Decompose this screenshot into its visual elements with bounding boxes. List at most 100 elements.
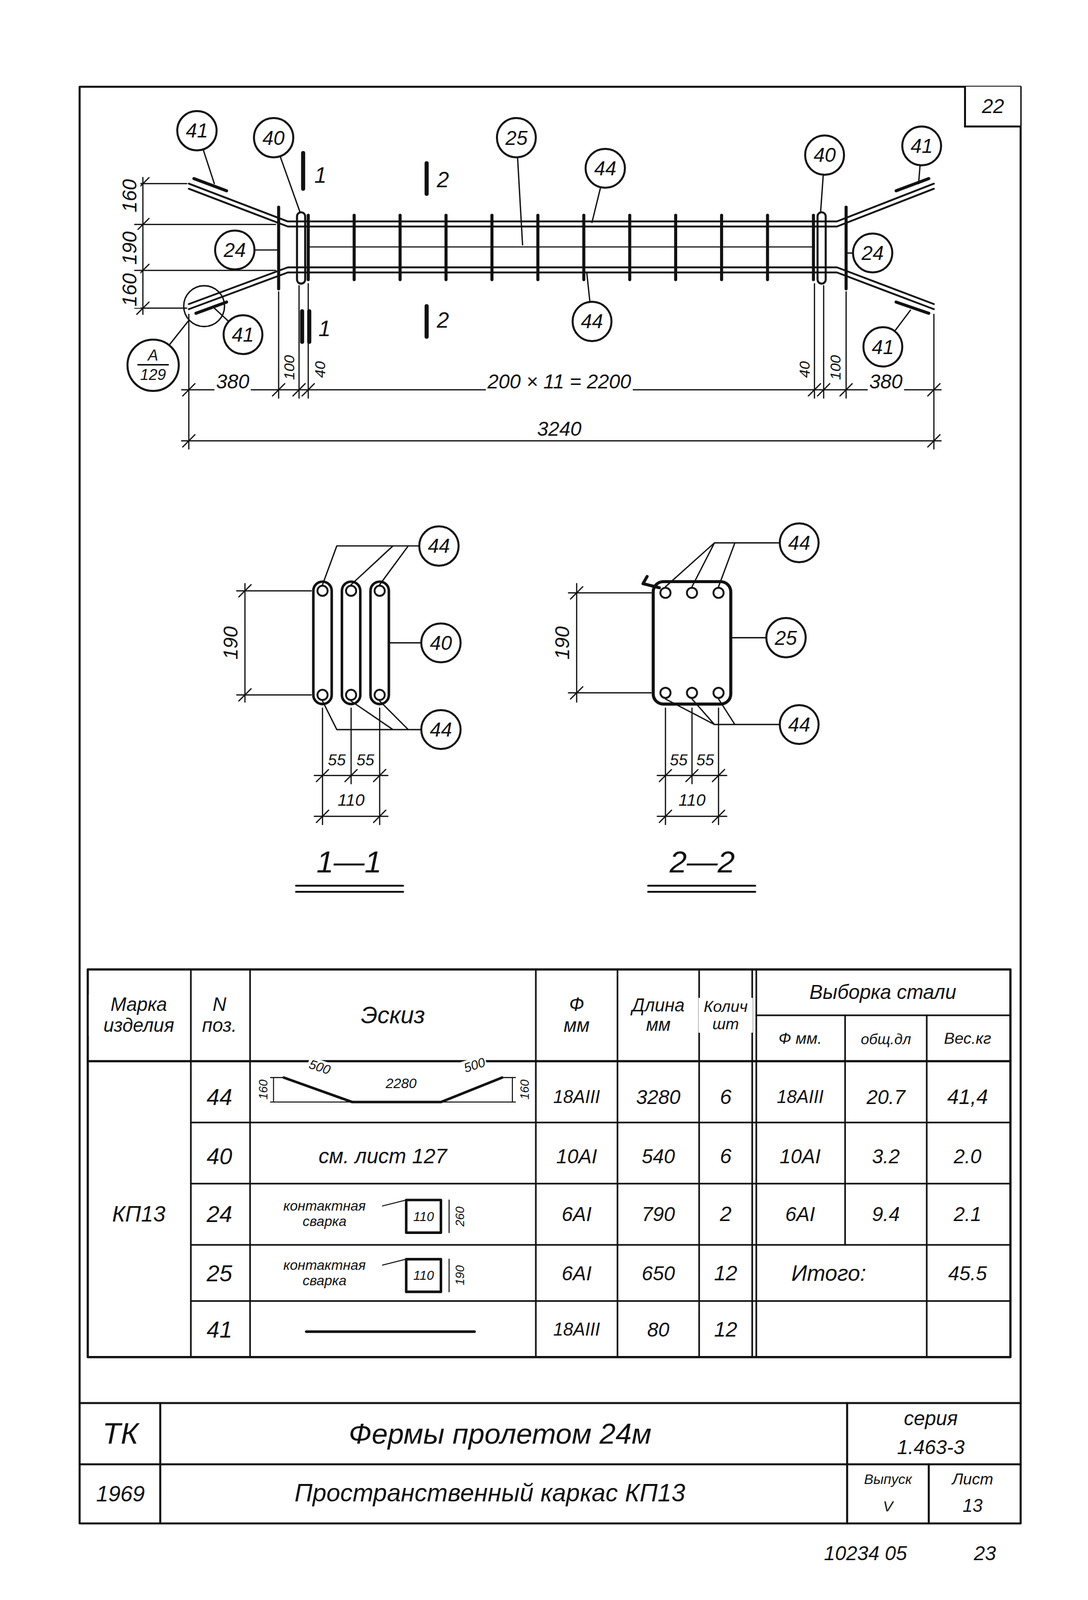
dimension-line bbox=[244, 583, 246, 703]
table-cell: 80 bbox=[645, 1318, 672, 1341]
sketch-dimension: 110 bbox=[411, 1268, 436, 1283]
table-cell: 18АIII bbox=[551, 1087, 602, 1107]
table-grid bbox=[844, 1015, 847, 1245]
dimension-line bbox=[316, 769, 386, 823]
stirrup bbox=[765, 215, 769, 280]
callout-number: 41 bbox=[183, 119, 211, 142]
spacer-loop bbox=[817, 212, 826, 284]
bar-section bbox=[317, 689, 328, 700]
table-cell: Итого: bbox=[789, 1261, 868, 1286]
table-cell: 6АI bbox=[783, 1203, 817, 1225]
section-view bbox=[642, 576, 660, 589]
callout-number: 44 bbox=[786, 713, 813, 736]
callout-number: 40 bbox=[260, 126, 287, 149]
dimension: 40 bbox=[796, 359, 813, 379]
dimension-line bbox=[378, 708, 380, 825]
end-stirrup bbox=[278, 207, 847, 289]
table-cell: 40 bbox=[205, 1143, 234, 1169]
section-title-underline bbox=[648, 890, 756, 893]
sketch-dimension bbox=[270, 1077, 284, 1079]
dimension-line bbox=[307, 283, 309, 399]
callout-bubble: 44 bbox=[778, 522, 821, 564]
title-block-line bbox=[79, 1462, 1021, 1465]
title-block-text: V bbox=[881, 1497, 895, 1515]
bar-section bbox=[374, 689, 385, 700]
table-grid bbox=[190, 1243, 1011, 1246]
table-header: Марка изделия bbox=[88, 994, 189, 1037]
dimension-line bbox=[181, 440, 942, 442]
dimension: 40 bbox=[311, 359, 328, 379]
table-cell: 6 bbox=[718, 1085, 733, 1109]
table-cell: 18АIII bbox=[775, 1087, 826, 1107]
stirrup bbox=[720, 215, 724, 280]
section-view bbox=[342, 581, 361, 705]
callout-number: A bbox=[145, 347, 161, 364]
dimension-line bbox=[321, 708, 323, 825]
callout-number: 129 bbox=[137, 363, 170, 384]
stirrup bbox=[628, 215, 632, 280]
table-header: Ф мм. bbox=[776, 1029, 824, 1048]
section-view bbox=[370, 581, 389, 705]
callout-number: 40 bbox=[811, 143, 839, 166]
stirrup bbox=[352, 215, 356, 280]
dimension-line bbox=[298, 285, 300, 398]
table-grid bbox=[190, 1300, 1011, 1302]
title-block-text: 1969 bbox=[94, 1481, 147, 1506]
bar-sketch bbox=[306, 1330, 475, 1333]
callout-number: 44 bbox=[786, 531, 813, 554]
section-view bbox=[653, 581, 731, 705]
table-grid bbox=[926, 1015, 928, 1357]
table-cell: см. лист 127 bbox=[317, 1144, 449, 1168]
title-block-text: Пространственный каркас КП13 bbox=[292, 1478, 687, 1507]
table-cell: 44 bbox=[205, 1084, 234, 1110]
dimension-line bbox=[823, 285, 825, 398]
dimension: 160 bbox=[118, 271, 141, 309]
bar-section bbox=[374, 585, 385, 596]
leader-line bbox=[152, 130, 922, 365]
title-block-line bbox=[846, 1403, 848, 1524]
section-cut bbox=[301, 152, 306, 189]
dimension: 3240 bbox=[535, 417, 584, 440]
table-cell: 10АI bbox=[554, 1145, 599, 1168]
table-header: общ.дл bbox=[859, 1030, 913, 1047]
section-cut bbox=[302, 152, 427, 342]
callout-number: 44 bbox=[592, 157, 619, 180]
sketch-dimension: 110 bbox=[411, 1208, 436, 1224]
callout-number: 24 bbox=[221, 239, 248, 261]
table-cell: 6АI bbox=[560, 1262, 594, 1285]
dimension: 160 bbox=[118, 177, 141, 215]
archive-number: 10234 05 bbox=[822, 1542, 909, 1565]
table-header: Вес.кг bbox=[942, 1029, 993, 1048]
short-bar bbox=[193, 178, 929, 314]
title-block-text: Лист bbox=[950, 1470, 995, 1489]
section-view bbox=[313, 581, 332, 705]
dimension-line bbox=[314, 815, 388, 817]
stirrup bbox=[308, 215, 814, 280]
dimension-line bbox=[659, 769, 725, 823]
table-header: Ф мм bbox=[559, 994, 594, 1037]
callout-number: 25 bbox=[503, 126, 530, 149]
bar-section bbox=[346, 689, 357, 700]
bar-section bbox=[713, 687, 724, 698]
callout-bubble: 44 bbox=[418, 525, 460, 567]
sketch-dimension: 260 bbox=[453, 1205, 467, 1228]
callout-bubble: 40 bbox=[420, 622, 462, 664]
callout-bubble: 40 bbox=[252, 117, 295, 159]
dimension: 55 bbox=[326, 751, 348, 769]
table-grid bbox=[249, 969, 251, 1358]
callout-bubble: A129 bbox=[126, 338, 180, 392]
bar-sketch bbox=[406, 1200, 442, 1233]
end-stirrup bbox=[276, 207, 280, 289]
dimension: 190 bbox=[219, 624, 242, 662]
dimension-line bbox=[134, 177, 942, 450]
bar-section bbox=[713, 587, 724, 598]
table-grid bbox=[87, 969, 1011, 1358]
table-cell: 6 bbox=[718, 1144, 733, 1168]
dimension-line bbox=[933, 314, 935, 449]
sheet-frame bbox=[79, 86, 1021, 1524]
table-cell: 6АI bbox=[560, 1203, 594, 1225]
leader-line bbox=[665, 542, 800, 587]
table-cell: 2 bbox=[718, 1202, 733, 1226]
table-grid bbox=[755, 969, 757, 1358]
table-cell: 25 bbox=[205, 1260, 234, 1287]
